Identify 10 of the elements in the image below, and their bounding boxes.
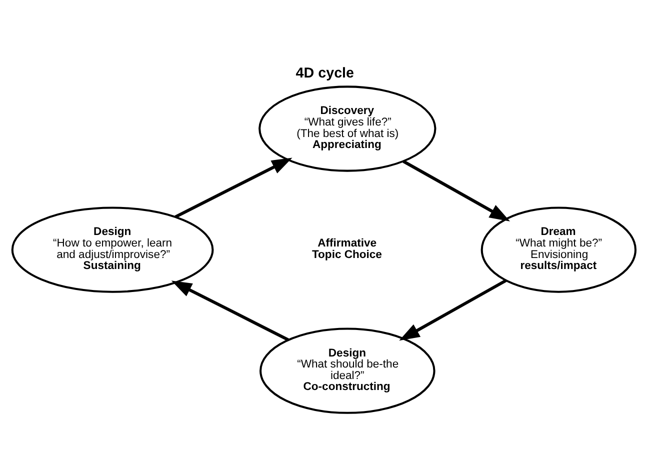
- node-ellipse: Design “How to empower, learn and adjust/improvise?” Sustaining: [11, 206, 214, 293]
- node-ellipse: Dream “What might be?” Envisioning results/impact: [480, 206, 637, 293]
- diagram-title: 4D cycle: [296, 66, 354, 82]
- label: Affirmative Topic Choice: [312, 238, 382, 261]
- node-ellipse: Discovery “What gives life?” (The best of what is) Appreciating: [258, 86, 436, 172]
- arrow: [399, 279, 507, 341]
- node-ellipse: Design “What should be-the ideal?” Co-constructing: [260, 328, 436, 414]
- arrow: [402, 160, 510, 222]
- arrow: [171, 280, 290, 342]
- arrow: [174, 158, 292, 218]
